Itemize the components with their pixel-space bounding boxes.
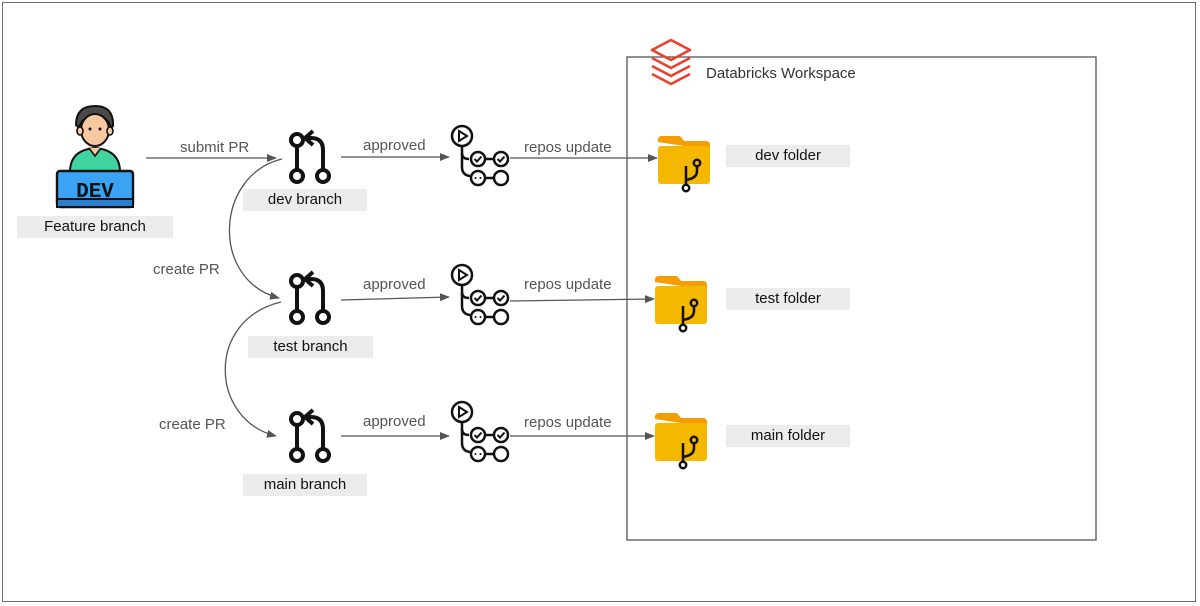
folder-label-dev: dev folder xyxy=(726,145,850,167)
dev-badge-text: DEV xyxy=(76,181,114,204)
edge-label-repos-update: repos update xyxy=(524,414,612,431)
edge-label-approved: approved xyxy=(363,137,426,154)
folder-label-test: test folder xyxy=(726,288,850,310)
branch-label-dev: dev branch xyxy=(243,189,367,211)
folder-label-main: main folder xyxy=(726,425,850,447)
edge-label-repos-update: repos update xyxy=(524,276,612,293)
git-folder-icon xyxy=(653,411,709,470)
branch-label-test: test branch xyxy=(248,336,373,358)
arrow-repos-update-test xyxy=(509,295,655,304)
arrow-create-pr-test xyxy=(228,158,283,300)
git-folder-icon xyxy=(656,134,712,193)
git-folder-icon xyxy=(653,274,709,333)
databricks-logo xyxy=(650,38,692,86)
edge-label-create-pr: create PR xyxy=(159,416,226,433)
pipeline-icon xyxy=(450,263,510,326)
pipeline-icon xyxy=(450,124,510,187)
git-pull-request-icon xyxy=(289,129,331,184)
workspace-box xyxy=(626,56,1097,541)
git-pull-request-icon xyxy=(289,270,331,325)
arrow-create-pr-main xyxy=(224,301,282,438)
git-pull-request-icon xyxy=(289,408,331,463)
edge-label-create-pr: create PR xyxy=(153,261,220,278)
feature-branch-label: Feature branch xyxy=(17,216,173,238)
edge-label-submit-pr: submit PR xyxy=(180,139,250,156)
edge-label-repos-update: repos update xyxy=(524,139,612,156)
branch-label-main: main branch xyxy=(243,474,367,496)
arrow-approved-test xyxy=(340,293,450,302)
pipeline-icon xyxy=(450,400,510,463)
workspace-title: Databricks Workspace xyxy=(706,65,856,82)
person-dev-icon xyxy=(55,104,135,209)
edge-label-approved: approved xyxy=(363,413,426,430)
edge-label-approved: approved xyxy=(363,276,426,293)
